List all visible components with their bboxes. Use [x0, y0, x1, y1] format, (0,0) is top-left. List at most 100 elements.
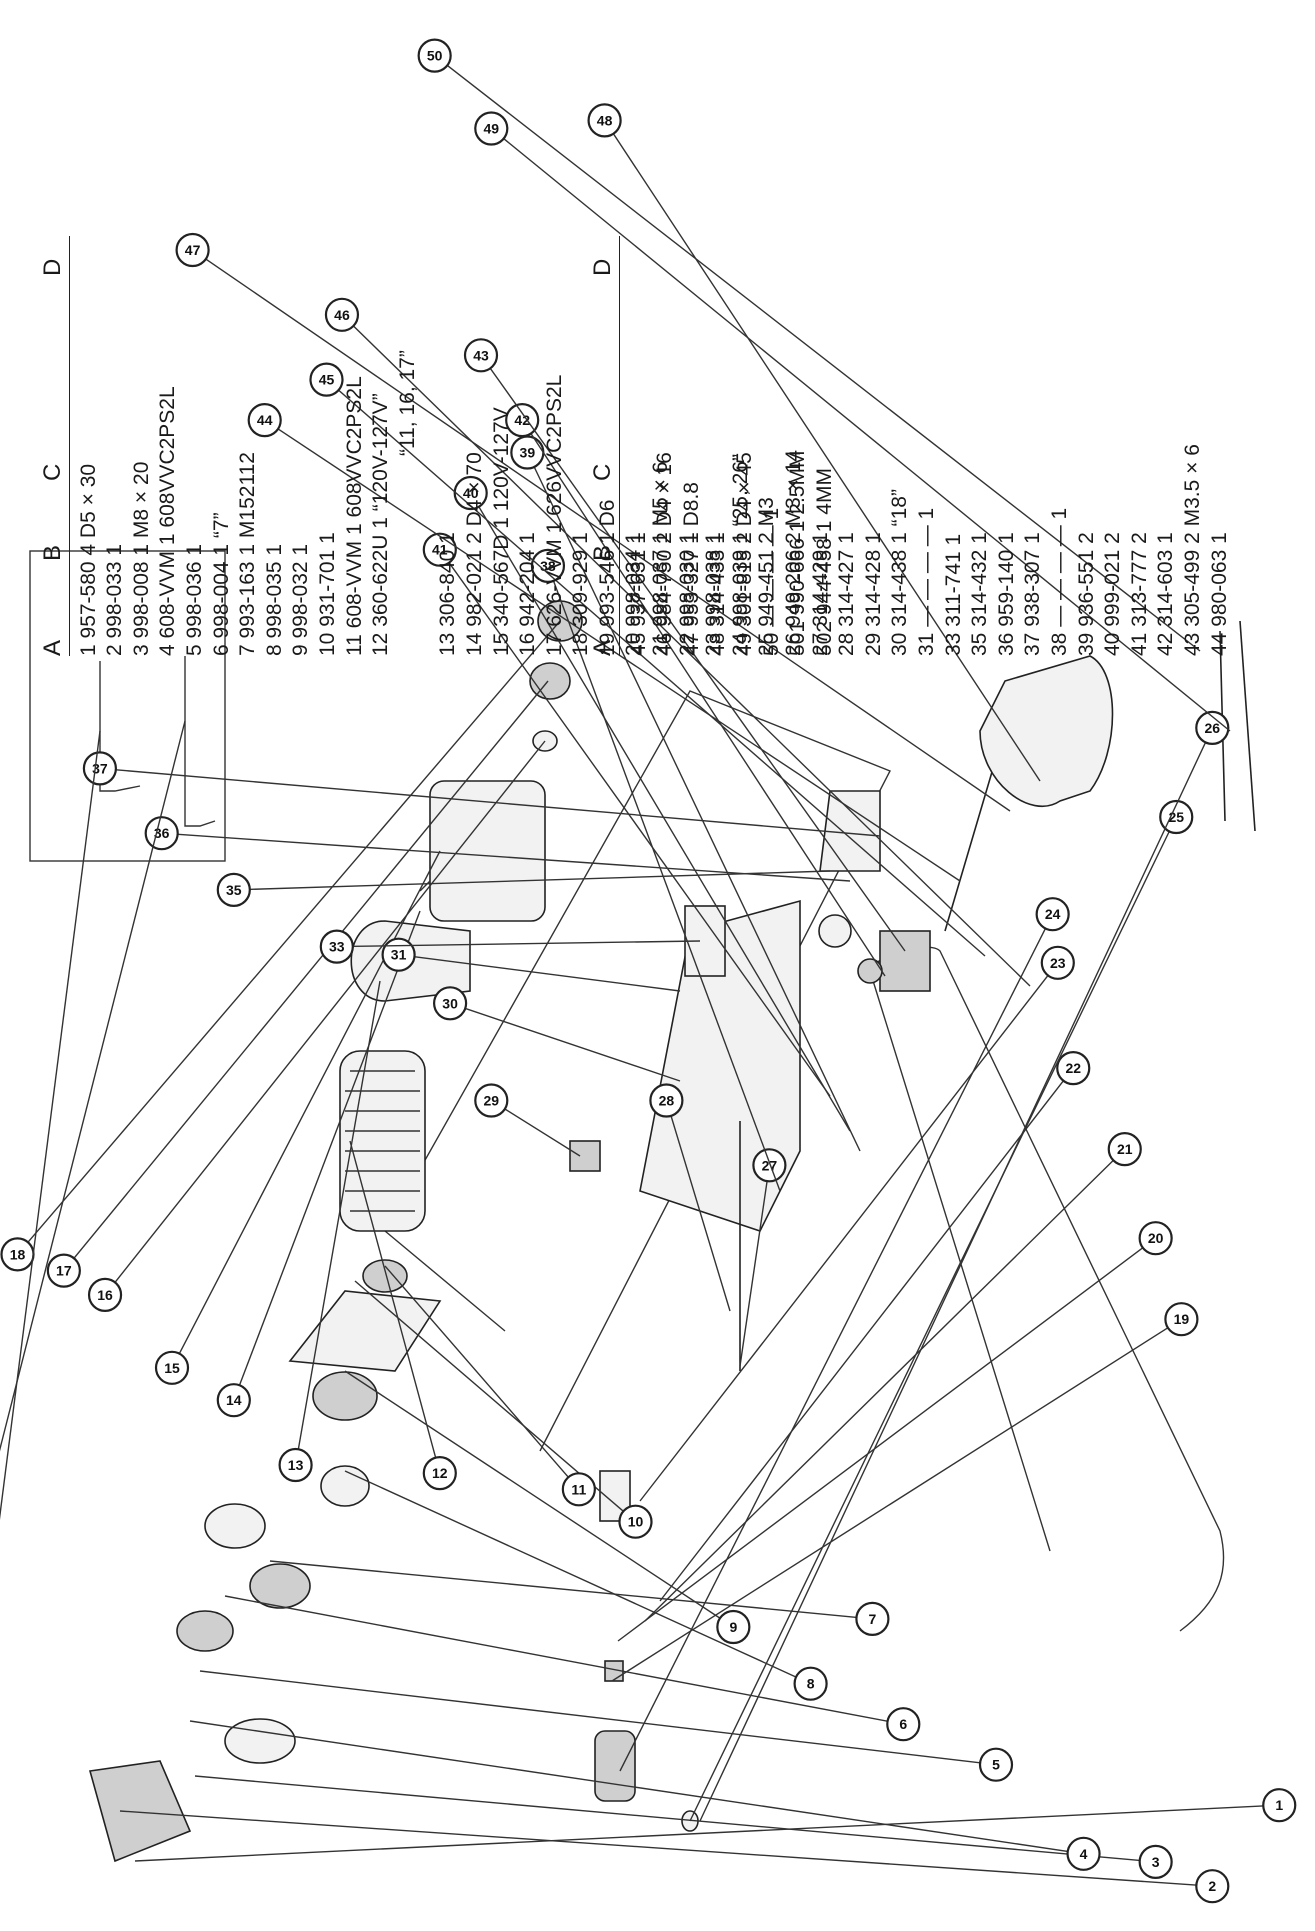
callout-39: 39 [510, 435, 861, 1152]
table-header-extra: A B C D [589, 236, 620, 656]
callout-label: 42 [514, 412, 530, 428]
armature-bearing-part [362, 1259, 408, 1293]
leader-line-46 [341, 314, 1031, 987]
callout-label: 31 [391, 947, 407, 963]
armature-part [339, 1050, 426, 1232]
parts-row: 15 340-567D 1 120V-127V [489, 407, 513, 656]
callout-circle [1195, 1869, 1230, 1904]
callout-label: 50 [427, 48, 443, 64]
callout-label: 11 [571, 1481, 586, 1497]
leader-line-31 [398, 954, 681, 992]
callout-circle [474, 1083, 509, 1118]
hex-key-501-icon [99, 661, 141, 792]
callout-label: 16 [97, 1287, 113, 1303]
callout-10: 10 [354, 1280, 653, 1539]
parts-row: 6 998-004 1 “7” [209, 512, 233, 656]
parts-row: 4 608-VVM 1 608VVC2PS2L [156, 386, 180, 656]
leader-line-42 [521, 419, 886, 977]
parts-row: 17 626-VVM 1 626VVC2PS2L [542, 374, 566, 656]
callout-circle [216, 872, 251, 908]
leader-line-15 [171, 850, 441, 1369]
callout-12: 12 [349, 1140, 457, 1491]
callout-29: 29 [474, 1083, 581, 1157]
leader-line-23 [639, 962, 1059, 1502]
parts-row: 48 314-433 1 [706, 532, 730, 656]
leader-line-24 [619, 913, 1054, 1772]
callout-circle [154, 1350, 190, 1385]
leader-line-1 [134, 1804, 1280, 1862]
callout-label: 20 [1148, 1230, 1164, 1246]
callout-11: 11 [384, 1265, 596, 1507]
parts-row: 42 314-603 1 [1154, 532, 1178, 656]
callout-label: 10 [628, 1514, 644, 1530]
callout-label: 48 [597, 112, 613, 128]
parts-row: 33 311-741 1 [941, 533, 965, 656]
parts-row: 40 999-021 2 [1101, 532, 1125, 656]
callout-circle [319, 929, 354, 964]
leader-line-50 [434, 55, 1201, 652]
callout-38: 38 [530, 548, 781, 1192]
col-b-header: B [39, 544, 66, 561]
callout-circle [1035, 897, 1070, 932]
callout-45: 45 [309, 362, 986, 957]
callout-22: 22 [659, 1050, 1091, 1602]
callout-label: 6 [899, 1716, 907, 1732]
lock-button-part [594, 1730, 636, 1802]
callout-43: 43 [463, 338, 906, 952]
callout-20: 20 [617, 1221, 1173, 1642]
callout-label: 2 [1208, 1878, 1216, 1894]
parts-row: 11 608-VVM 1 608VVC2PS2L [342, 376, 366, 656]
parts-row: 16 942-204 1 [516, 532, 540, 656]
col-d-header-2: D [589, 258, 616, 276]
callout-circle [1107, 1131, 1142, 1167]
callout-circle [175, 232, 210, 268]
callout-layer: 1234567891011121314151617181920212223242… [0, 38, 1297, 1904]
parts-row: 3 998-008 1 M8 × 20 [129, 461, 153, 656]
parts-row: 36 959-140 1 [994, 532, 1018, 656]
callout-circle [978, 1747, 1014, 1782]
switch-block-part [879, 930, 931, 992]
leader-line-41 [439, 549, 831, 1097]
callout-circle [1066, 1836, 1101, 1871]
callout-label: 22 [1065, 1060, 1081, 1076]
leader-line-18 [16, 620, 561, 1255]
parts-row: 12 360-622U 1 “120V-127V” [369, 393, 393, 656]
leader-line-27 [739, 1165, 771, 1367]
callout-label: 30 [442, 995, 458, 1011]
parts-row: 2 998-033 1 [103, 543, 127, 656]
leader-line-8 [344, 1470, 811, 1685]
callout-label: 9 [729, 1619, 737, 1635]
callout-label: 7 [869, 1611, 877, 1627]
callout-circle [1040, 945, 1075, 980]
leader-line-22 [659, 1067, 1074, 1602]
callout-circle [247, 402, 282, 438]
leader-line-33 [336, 940, 701, 948]
leader-line-25 [689, 816, 1177, 1822]
callout-label: 18 [10, 1246, 26, 1262]
callout-circle [463, 338, 499, 373]
callout-21: 21 [644, 1131, 1142, 1622]
table-header-main: A B C D [39, 236, 70, 656]
inner-cover-part [288, 1290, 442, 1372]
callout-31: 31 [381, 937, 681, 992]
callout-8: 8 [344, 1470, 828, 1701]
callout-label: 3 [1152, 1854, 1160, 1870]
brush-holder-part [818, 914, 852, 948]
callout-label: 43 [473, 347, 489, 363]
leader-line-17 [63, 680, 549, 1272]
callout-circle [433, 986, 468, 1021]
callout-circle [474, 111, 509, 146]
spindle-gear-part [320, 1465, 370, 1507]
parts-row: 46 984-750 2 D4 × 16 [653, 452, 677, 656]
callout-circle [1159, 799, 1194, 835]
hex-key-502-icon [184, 656, 216, 827]
parts-row: 37 938-307 1 [1021, 532, 1045, 656]
wire-lead [419, 880, 431, 892]
callout-label: 13 [288, 1457, 304, 1473]
callout-circle [1262, 1788, 1297, 1823]
callout-circle [618, 1504, 653, 1539]
callout-label: 40 [463, 485, 479, 501]
callout-label: 8 [807, 1676, 815, 1692]
